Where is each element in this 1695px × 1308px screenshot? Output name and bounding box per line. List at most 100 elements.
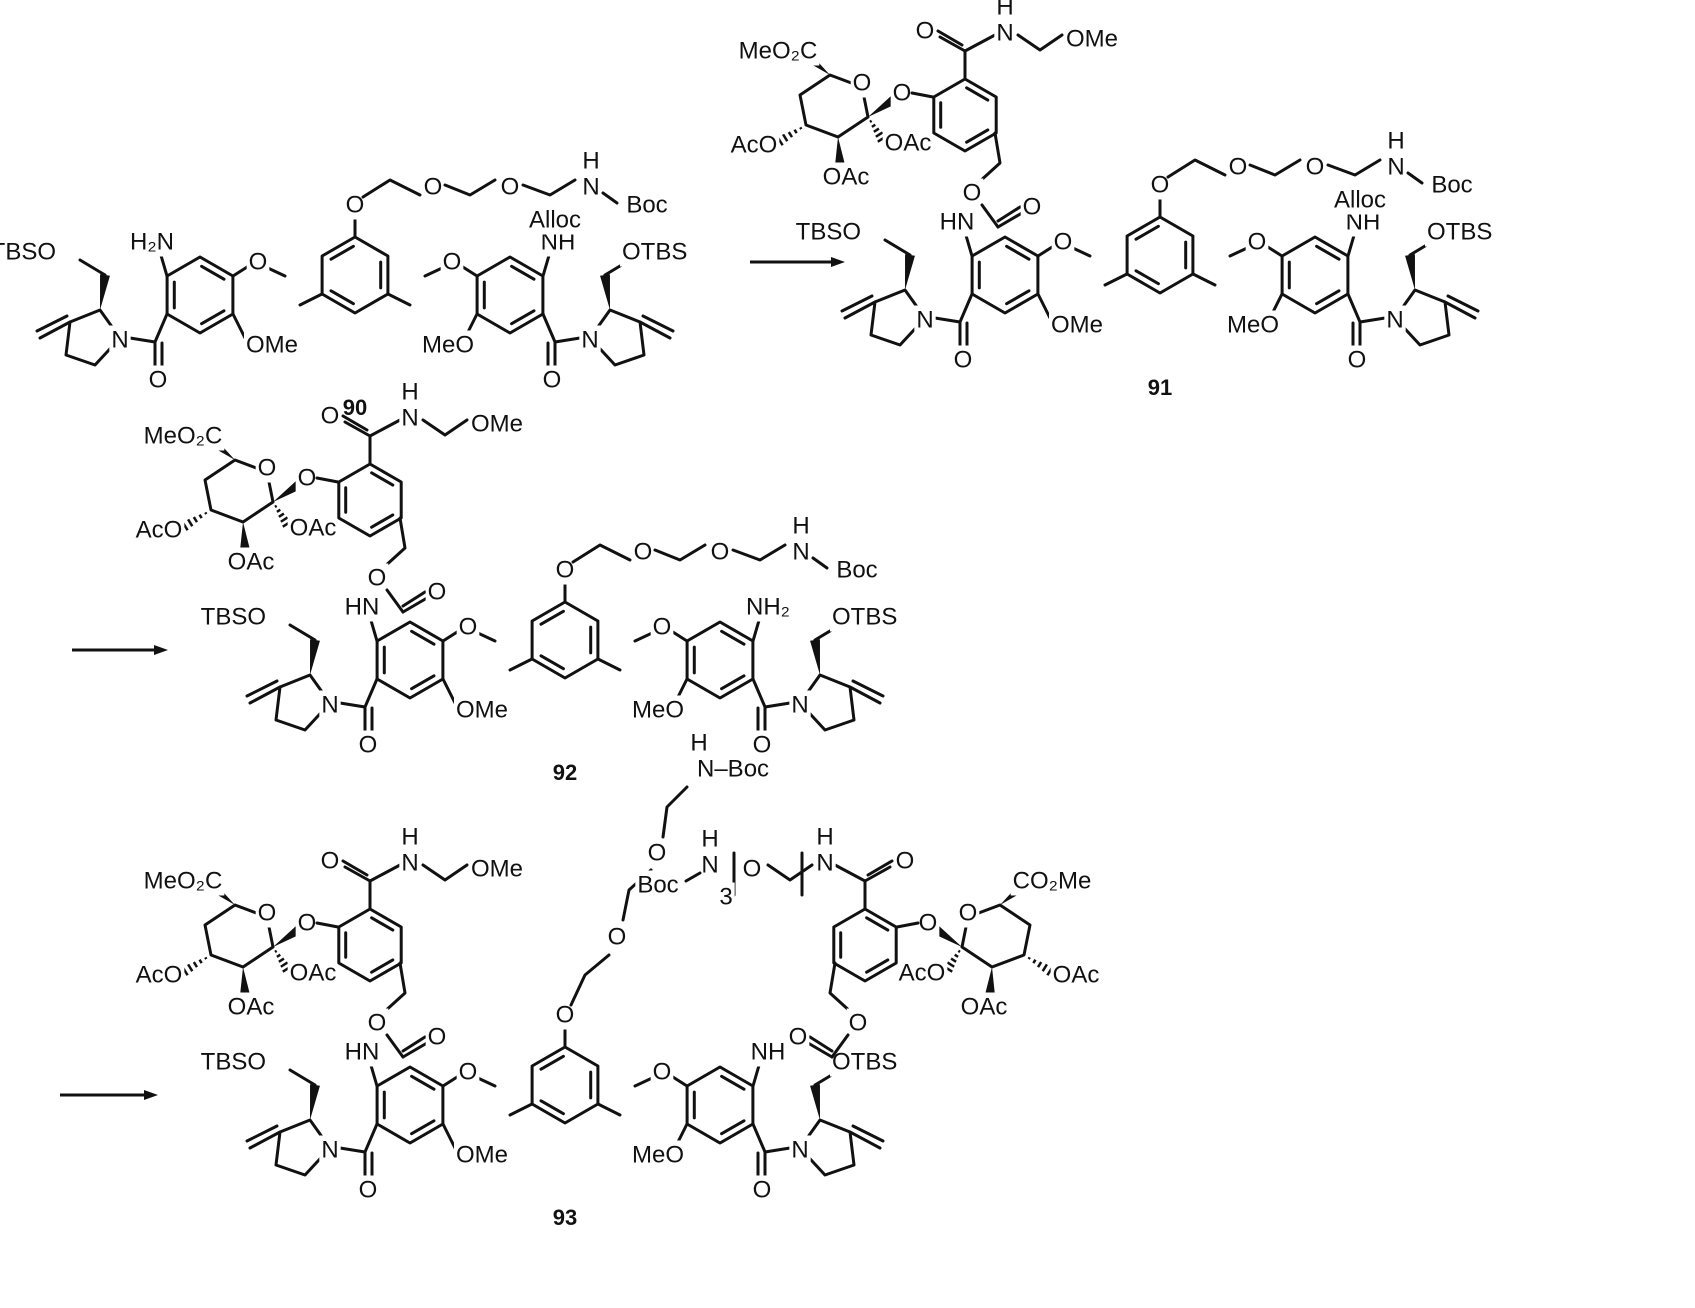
hash-line xyxy=(789,132,792,137)
aco-label: AcO xyxy=(136,517,183,544)
wedge-bond xyxy=(310,1084,320,1120)
hash-line xyxy=(870,121,872,122)
amide-nh: N xyxy=(996,20,1013,47)
bond xyxy=(339,464,401,536)
right-pbd-unit: NOOTBSOMeONH xyxy=(630,1038,899,1205)
carbamate-carbonyl-oxygen: O xyxy=(1023,194,1042,221)
wedge-bond xyxy=(905,254,915,290)
ether-oxygen: O xyxy=(459,1059,478,1086)
ether-oxygen: O xyxy=(653,614,672,641)
central-core: OOON–BocH xyxy=(510,729,771,1124)
aryl-nitrogen-label: HN xyxy=(345,1039,380,1066)
amide-carbonyl-oxygen: O xyxy=(321,403,340,430)
arrow-head xyxy=(144,1090,158,1100)
bond xyxy=(339,909,401,981)
hashed-bond xyxy=(777,127,801,145)
bond xyxy=(687,1067,753,1143)
bond xyxy=(532,1047,598,1123)
bond xyxy=(322,237,388,313)
bond xyxy=(377,1067,443,1143)
left-pbd-unit: NOTBSOOOMeH₂N xyxy=(0,228,300,395)
peg-oxygen-2: O xyxy=(711,539,730,566)
peg-oxygen-1: O xyxy=(1229,154,1248,181)
carbonyl-oxygen: O xyxy=(753,732,772,759)
bond xyxy=(912,93,933,97)
bond xyxy=(813,558,827,568)
bracket-subscript: 3 xyxy=(719,884,732,911)
bond xyxy=(1127,217,1193,293)
hashed-bond xyxy=(1029,957,1053,975)
bond xyxy=(842,296,872,311)
hash-line xyxy=(188,964,192,971)
amide-nitrogen: N xyxy=(1386,307,1403,334)
tbso-label: TBSO xyxy=(0,239,56,266)
bond xyxy=(388,294,410,305)
otbs-label: OTBS xyxy=(1427,219,1492,246)
bond xyxy=(423,865,467,880)
wedge-bond xyxy=(1405,254,1415,290)
left-pbd-unit: NOTBSOOOMeHN xyxy=(199,593,510,760)
carbonyl-oxygen: O xyxy=(753,1177,772,1204)
bond xyxy=(370,420,400,464)
bond xyxy=(363,180,420,197)
reaction-arrow-1 xyxy=(750,257,845,267)
amide-h: H xyxy=(401,824,418,851)
carbonyl-oxygen: O xyxy=(359,1177,378,1204)
compound-91: NOTBSOOOMeHNOOONHBocNOOTBSOMeONHAllocOMe… xyxy=(729,0,1495,400)
hash-line xyxy=(281,517,288,521)
reaction-arrow-3 xyxy=(60,1090,158,1100)
aryl-nitrogen-label: HN xyxy=(345,594,380,621)
bond xyxy=(573,545,630,562)
left-pbd-unit: NOTBSOOOMeHN xyxy=(199,1038,510,1205)
carbamate-ether-oxygen: O xyxy=(849,1010,868,1037)
amide-nitrogen: N xyxy=(111,327,128,354)
peg-oxygen-2: O xyxy=(648,840,667,867)
right-pbd-unit: NOOTBSOMeONH xyxy=(420,228,689,395)
bond xyxy=(423,420,467,435)
bond xyxy=(1448,296,1478,311)
bond xyxy=(317,478,338,482)
bond xyxy=(340,1124,377,1152)
bond xyxy=(687,622,753,698)
oac-label-3: OAc xyxy=(290,960,337,987)
carbonyl-oxygen: O xyxy=(1348,347,1367,374)
pyranose-oxygen: O xyxy=(959,900,978,927)
oac-label-1: OAc xyxy=(1053,962,1100,989)
hash-line xyxy=(194,517,197,522)
hash-line xyxy=(795,130,797,133)
amide-nitrogen: N xyxy=(791,1137,808,1164)
bond xyxy=(130,314,167,342)
boc-label-right: Boc xyxy=(637,872,678,899)
compound-number: 90 xyxy=(343,395,367,420)
compound-number: 93 xyxy=(553,1205,577,1230)
peg-nitrogen: N xyxy=(792,539,809,566)
hash-line xyxy=(876,132,883,136)
bond xyxy=(290,625,315,640)
bond xyxy=(1282,237,1348,313)
amide-carbonyl-oxygen: O xyxy=(916,18,935,45)
core-oxygen: O xyxy=(346,192,365,219)
aco-label: AcO xyxy=(731,132,778,159)
hash-line xyxy=(205,512,206,514)
compound-wrap-92: NOTBSOOOMeHNOOONHBocNOOTBSOMeONH₂OMeO₂CO… xyxy=(134,378,900,786)
oac-label-2: OAc xyxy=(228,549,275,576)
bond xyxy=(571,955,609,1005)
bond xyxy=(532,602,598,678)
pyranose-oxygen: O xyxy=(258,455,277,482)
amide-nitrogen: N xyxy=(581,327,598,354)
wedge-bond xyxy=(810,1084,820,1120)
ether-oxygen: O xyxy=(653,1059,672,1086)
carbonyl-oxygen: O xyxy=(954,347,973,374)
n-boc-label: N–Boc xyxy=(697,756,769,783)
pyranose-oxygen: O xyxy=(258,900,277,927)
bond xyxy=(640,322,670,338)
left-pbd-unit: NOTBSOOOMeHN xyxy=(794,208,1105,375)
hash-line xyxy=(951,959,956,962)
reaction-arrow-2 xyxy=(72,645,168,655)
amide-nitrogen: N xyxy=(321,692,338,719)
tbso-label: TBSO xyxy=(796,219,861,246)
boc-label: Boc xyxy=(1431,172,1472,199)
oac-label-2: OAc xyxy=(228,994,275,1021)
oac-label-3: OAc xyxy=(290,515,337,542)
